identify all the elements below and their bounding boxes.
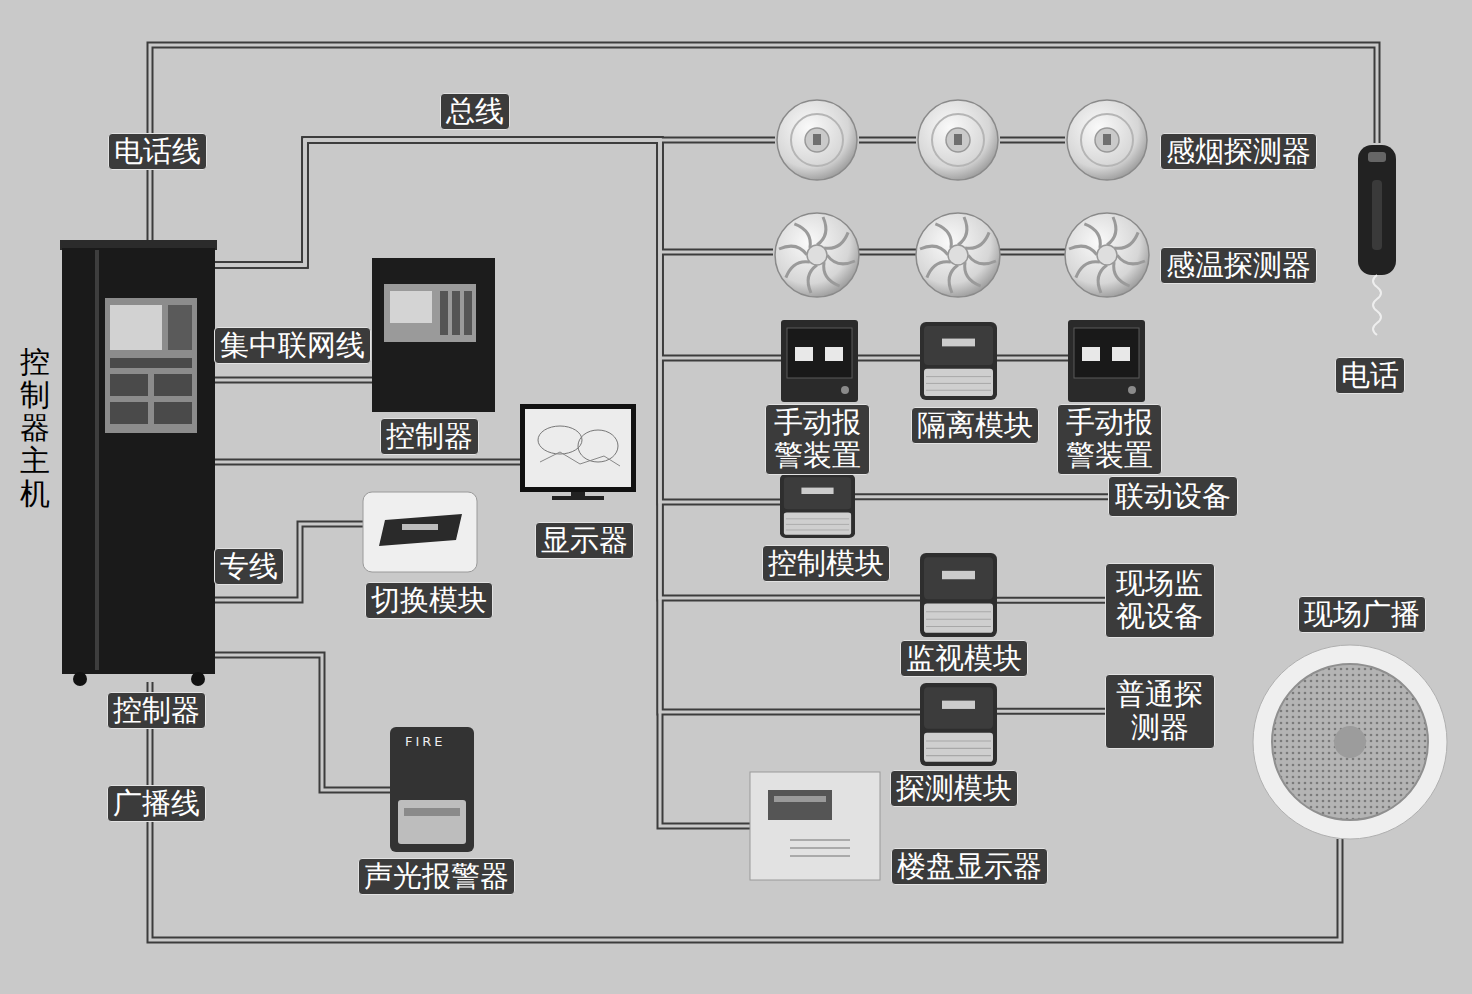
- wire: [997, 355, 1068, 362]
- device: 手动报警装置: [781, 320, 858, 402]
- label-box: 现场监视设备: [1105, 563, 1215, 638]
- speaker: [1253, 645, 1447, 839]
- wire: [215, 140, 750, 826]
- label-text: 普通探测器: [1112, 678, 1208, 745]
- wire: [215, 140, 781, 358]
- wire-inner: [215, 140, 775, 265]
- wire-inner: [215, 140, 781, 358]
- modules: [780, 322, 997, 766]
- device-label: 控制器: [380, 418, 479, 455]
- wire: [215, 524, 363, 600]
- device-label: 手动报警装置: [1057, 404, 1162, 475]
- device-label: 切换模块: [365, 582, 493, 619]
- device: 隔离模块: [920, 322, 997, 400]
- smoke-detectors: [777, 100, 1147, 180]
- label-text: 联动设备: [1115, 480, 1231, 513]
- telephone: [1358, 145, 1396, 335]
- wire: [858, 355, 920, 362]
- device: 感温探测器: [773, 211, 1150, 299]
- device: 显示器: [520, 404, 636, 500]
- device: 控制器主机: [62, 242, 215, 682]
- device-label: 电话: [1335, 357, 1405, 394]
- wire-inner: [855, 495, 1108, 498]
- device-label: 显示器: [535, 522, 634, 559]
- label-box: 联动设备: [1108, 476, 1238, 517]
- controller-label: 控制器: [107, 692, 206, 729]
- device: 监视模块: [920, 553, 997, 637]
- device: 电话: [1355, 143, 1398, 275]
- wire-inner: [997, 599, 1105, 602]
- wire: [215, 140, 775, 265]
- device: 楼盘显示器: [750, 772, 880, 880]
- device: 感烟探测器: [775, 98, 1150, 182]
- wire-label: 电话线: [108, 133, 207, 170]
- floor-display: [750, 772, 880, 880]
- wire: [215, 377, 372, 384]
- wire-inner: [215, 140, 773, 265]
- device-marking: FIRE: [405, 735, 446, 748]
- switch-module: [363, 492, 477, 572]
- wire-label: 总线: [440, 93, 510, 130]
- label-box: 普通探测器: [1105, 674, 1215, 749]
- wire-inner: [215, 140, 750, 826]
- device-label: 控制模块: [762, 545, 890, 582]
- device-label: 声光报警器: [358, 858, 515, 895]
- wire: [215, 140, 920, 598]
- wire-inner: [215, 140, 780, 502]
- wire: [215, 140, 780, 502]
- device: 探测模块: [920, 683, 997, 766]
- manual-call-points: [781, 320, 1145, 402]
- device-label: 监视模块: [900, 640, 1028, 677]
- wire-inner: [215, 379, 372, 382]
- wire-inner: [997, 710, 1105, 713]
- wire-inner: [150, 45, 1377, 242]
- wire-label: 专线: [214, 548, 284, 585]
- device-label: 感烟探测器: [1160, 133, 1317, 170]
- host-cabinet: [60, 240, 217, 686]
- vertical-title: 控制器主机: [20, 345, 50, 510]
- wire: [855, 493, 1108, 500]
- wire-label: 集中联网线: [214, 327, 371, 364]
- wire: [997, 708, 1105, 715]
- device: 现场广播: [1253, 645, 1447, 839]
- alarm-sounder: [390, 727, 474, 852]
- controller-panel: [372, 258, 495, 412]
- wire-inner: [215, 140, 920, 598]
- monitor: [520, 404, 636, 500]
- label-text: 现场监视设备: [1112, 567, 1208, 634]
- device: 手动报警装置: [1068, 320, 1145, 402]
- device-label: 探测模块: [890, 770, 1018, 807]
- wire: [215, 140, 920, 712]
- wire-inner: [215, 655, 390, 790]
- device-label: 手动报警装置: [765, 404, 870, 475]
- wire-inner: [858, 357, 920, 360]
- wire-inner: [215, 461, 520, 464]
- device-label: 感温探测器: [1160, 247, 1317, 284]
- wire: [215, 140, 773, 265]
- wire: [215, 655, 390, 790]
- wire: [997, 597, 1105, 604]
- device-label: 楼盘显示器: [891, 848, 1048, 885]
- device: 控制器: [372, 258, 495, 412]
- heat-detectors: [775, 213, 1149, 297]
- wire-inner: [997, 357, 1068, 360]
- wire-label: 广播线: [107, 785, 206, 822]
- wire-inner: [215, 524, 363, 600]
- device-label: 现场广播: [1298, 596, 1426, 633]
- device-label: 隔离模块: [911, 407, 1039, 444]
- wire: [215, 459, 520, 466]
- device: 控制模块: [780, 474, 855, 538]
- wire-inner: [215, 140, 920, 712]
- device: 切换模块: [363, 492, 477, 572]
